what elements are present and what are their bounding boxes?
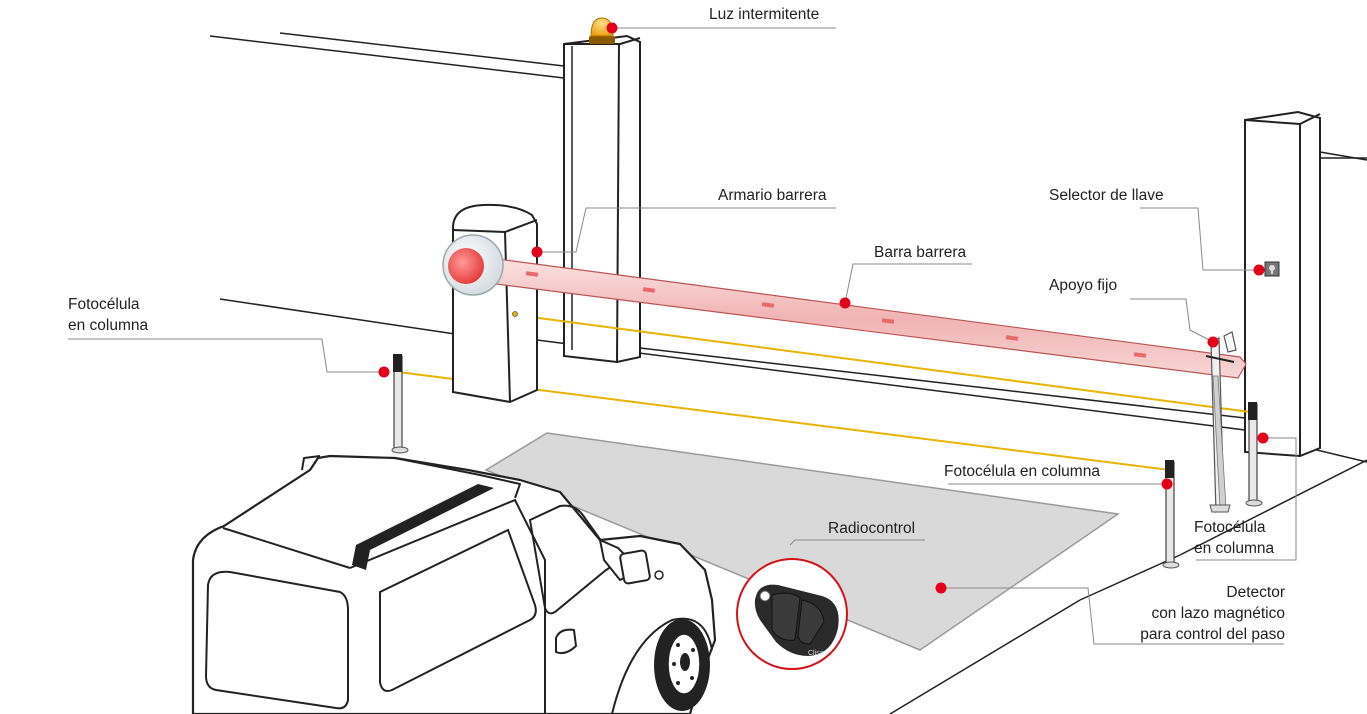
label-detector: Detector con lazo magnético para control… bbox=[1140, 582, 1285, 645]
label-detector-line2: con lazo magnético bbox=[1151, 605, 1285, 622]
marker-key-selector bbox=[1253, 264, 1265, 276]
label-apoyo-fijo: Apoyo fijo bbox=[1049, 277, 1118, 294]
wall-lines bbox=[209, 32, 1367, 463]
label-armario-barrera: Armario barrera bbox=[718, 187, 827, 204]
barrier-cabinet bbox=[452, 203, 538, 404]
marker-fixed-support bbox=[1207, 336, 1219, 348]
magnetic-loop-area bbox=[484, 432, 1121, 651]
marker-cabinet bbox=[531, 246, 543, 258]
label-fotocelula-right-line2: en columna bbox=[1194, 540, 1275, 557]
marker-photocell-right bbox=[1257, 432, 1269, 444]
label-fotocelula-middle: Fotocélula en columna bbox=[944, 463, 1100, 480]
label-fotocelula-right: Fotocélula en columna bbox=[1194, 517, 1274, 559]
red-markers bbox=[378, 22, 1269, 594]
label-fotocelula-left-line1: Fotocélula bbox=[68, 296, 140, 313]
label-selector-de-llave: Selector de llave bbox=[1049, 187, 1164, 204]
photocell-post-middle bbox=[1162, 460, 1180, 569]
radiocontrol-inset: Clisa bbox=[736, 558, 848, 670]
remote-brand-text: Clisa bbox=[808, 650, 824, 657]
ground-lines bbox=[889, 459, 1367, 714]
label-fotocelula-right-line1: Fotocélula bbox=[1194, 519, 1266, 536]
label-detector-line3: para control del paso bbox=[1140, 626, 1285, 643]
photocell-post-left bbox=[391, 354, 409, 454]
label-fotocelula-left-line2: en columna bbox=[68, 317, 149, 334]
marker-loop-detector bbox=[935, 582, 947, 594]
photocell-post-right bbox=[1245, 402, 1263, 507]
label-barra-barrera: Barra barrera bbox=[874, 244, 967, 261]
car-illustration bbox=[191, 454, 717, 714]
right-pillar bbox=[1244, 110, 1321, 458]
arm-pivot-cap bbox=[442, 234, 504, 296]
callout-lines bbox=[68, 27, 1297, 645]
marker-photocell-middle bbox=[1161, 478, 1173, 490]
label-radiocontrol: Radiocontrol bbox=[828, 520, 916, 537]
marker-arm bbox=[839, 297, 851, 309]
label-detector-line1: Detector bbox=[1226, 584, 1285, 601]
marker-flashing-light bbox=[606, 22, 618, 34]
label-fotocelula-left: Fotocélula en columna bbox=[68, 294, 148, 336]
marker-photocell-left bbox=[378, 366, 390, 378]
label-luz-intermitente: Luz intermitente bbox=[709, 6, 820, 23]
key-selector-icon bbox=[1264, 261, 1280, 277]
left-pillar bbox=[563, 34, 641, 364]
